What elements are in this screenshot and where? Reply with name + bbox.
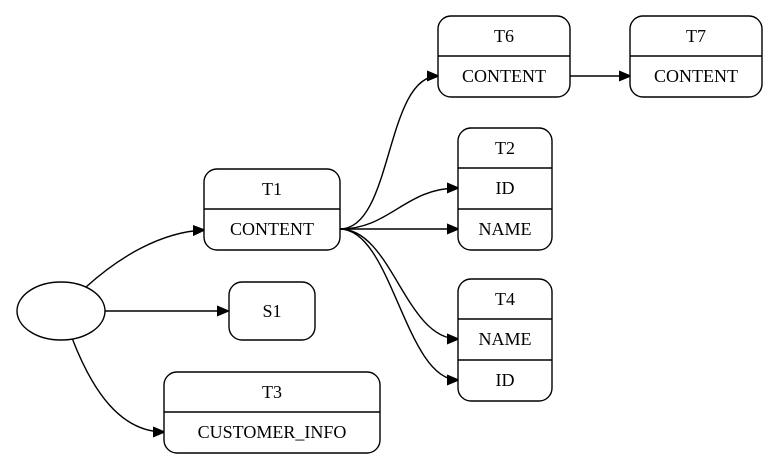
- node-t6-field-content: CONTENT: [462, 66, 546, 86]
- node-t2: T2 ID NAME: [457, 127, 553, 251]
- node-t4-field-name: NAME: [479, 329, 532, 349]
- node-t6: T6 CONTENT: [437, 15, 571, 98]
- node-t6-title: T6: [494, 26, 514, 46]
- edge-t1-to-t4-name: [339, 228, 458, 339]
- edge-root-to-t3: [71, 337, 164, 432]
- node-s1-title: S1: [262, 301, 281, 321]
- node-t4-field-id: ID: [496, 370, 515, 390]
- node-t1-title: T1: [262, 179, 282, 199]
- node-t4: T4 NAME ID: [457, 278, 553, 402]
- edge-t1-to-t4-id: [339, 228, 458, 380]
- node-t3-title: T3: [262, 382, 282, 402]
- node-s1: S1: [228, 281, 316, 341]
- node-t1: T1 CONTENT: [203, 168, 341, 251]
- node-t2-title: T2: [495, 138, 515, 158]
- node-t7-title: T7: [686, 26, 706, 46]
- edges: [71, 76, 630, 432]
- node-t2-field-id: ID: [496, 178, 515, 198]
- node-t3: T3 CUSTOMER_INFO: [163, 371, 381, 454]
- edge-root-to-t1: [85, 230, 204, 288]
- node-t3-field-customer-info: CUSTOMER_INFO: [198, 422, 347, 442]
- edge-t1-to-t6: [339, 76, 438, 230]
- node-t4-title: T4: [495, 289, 515, 309]
- node-t1-field-content: CONTENT: [230, 219, 314, 239]
- root-node: [16, 281, 106, 341]
- node-t7: T7 CONTENT: [629, 15, 763, 98]
- edge-t1-to-t2-id: [339, 188, 458, 230]
- node-t2-field-name: NAME: [479, 219, 532, 239]
- node-t7-field-content: CONTENT: [654, 66, 738, 86]
